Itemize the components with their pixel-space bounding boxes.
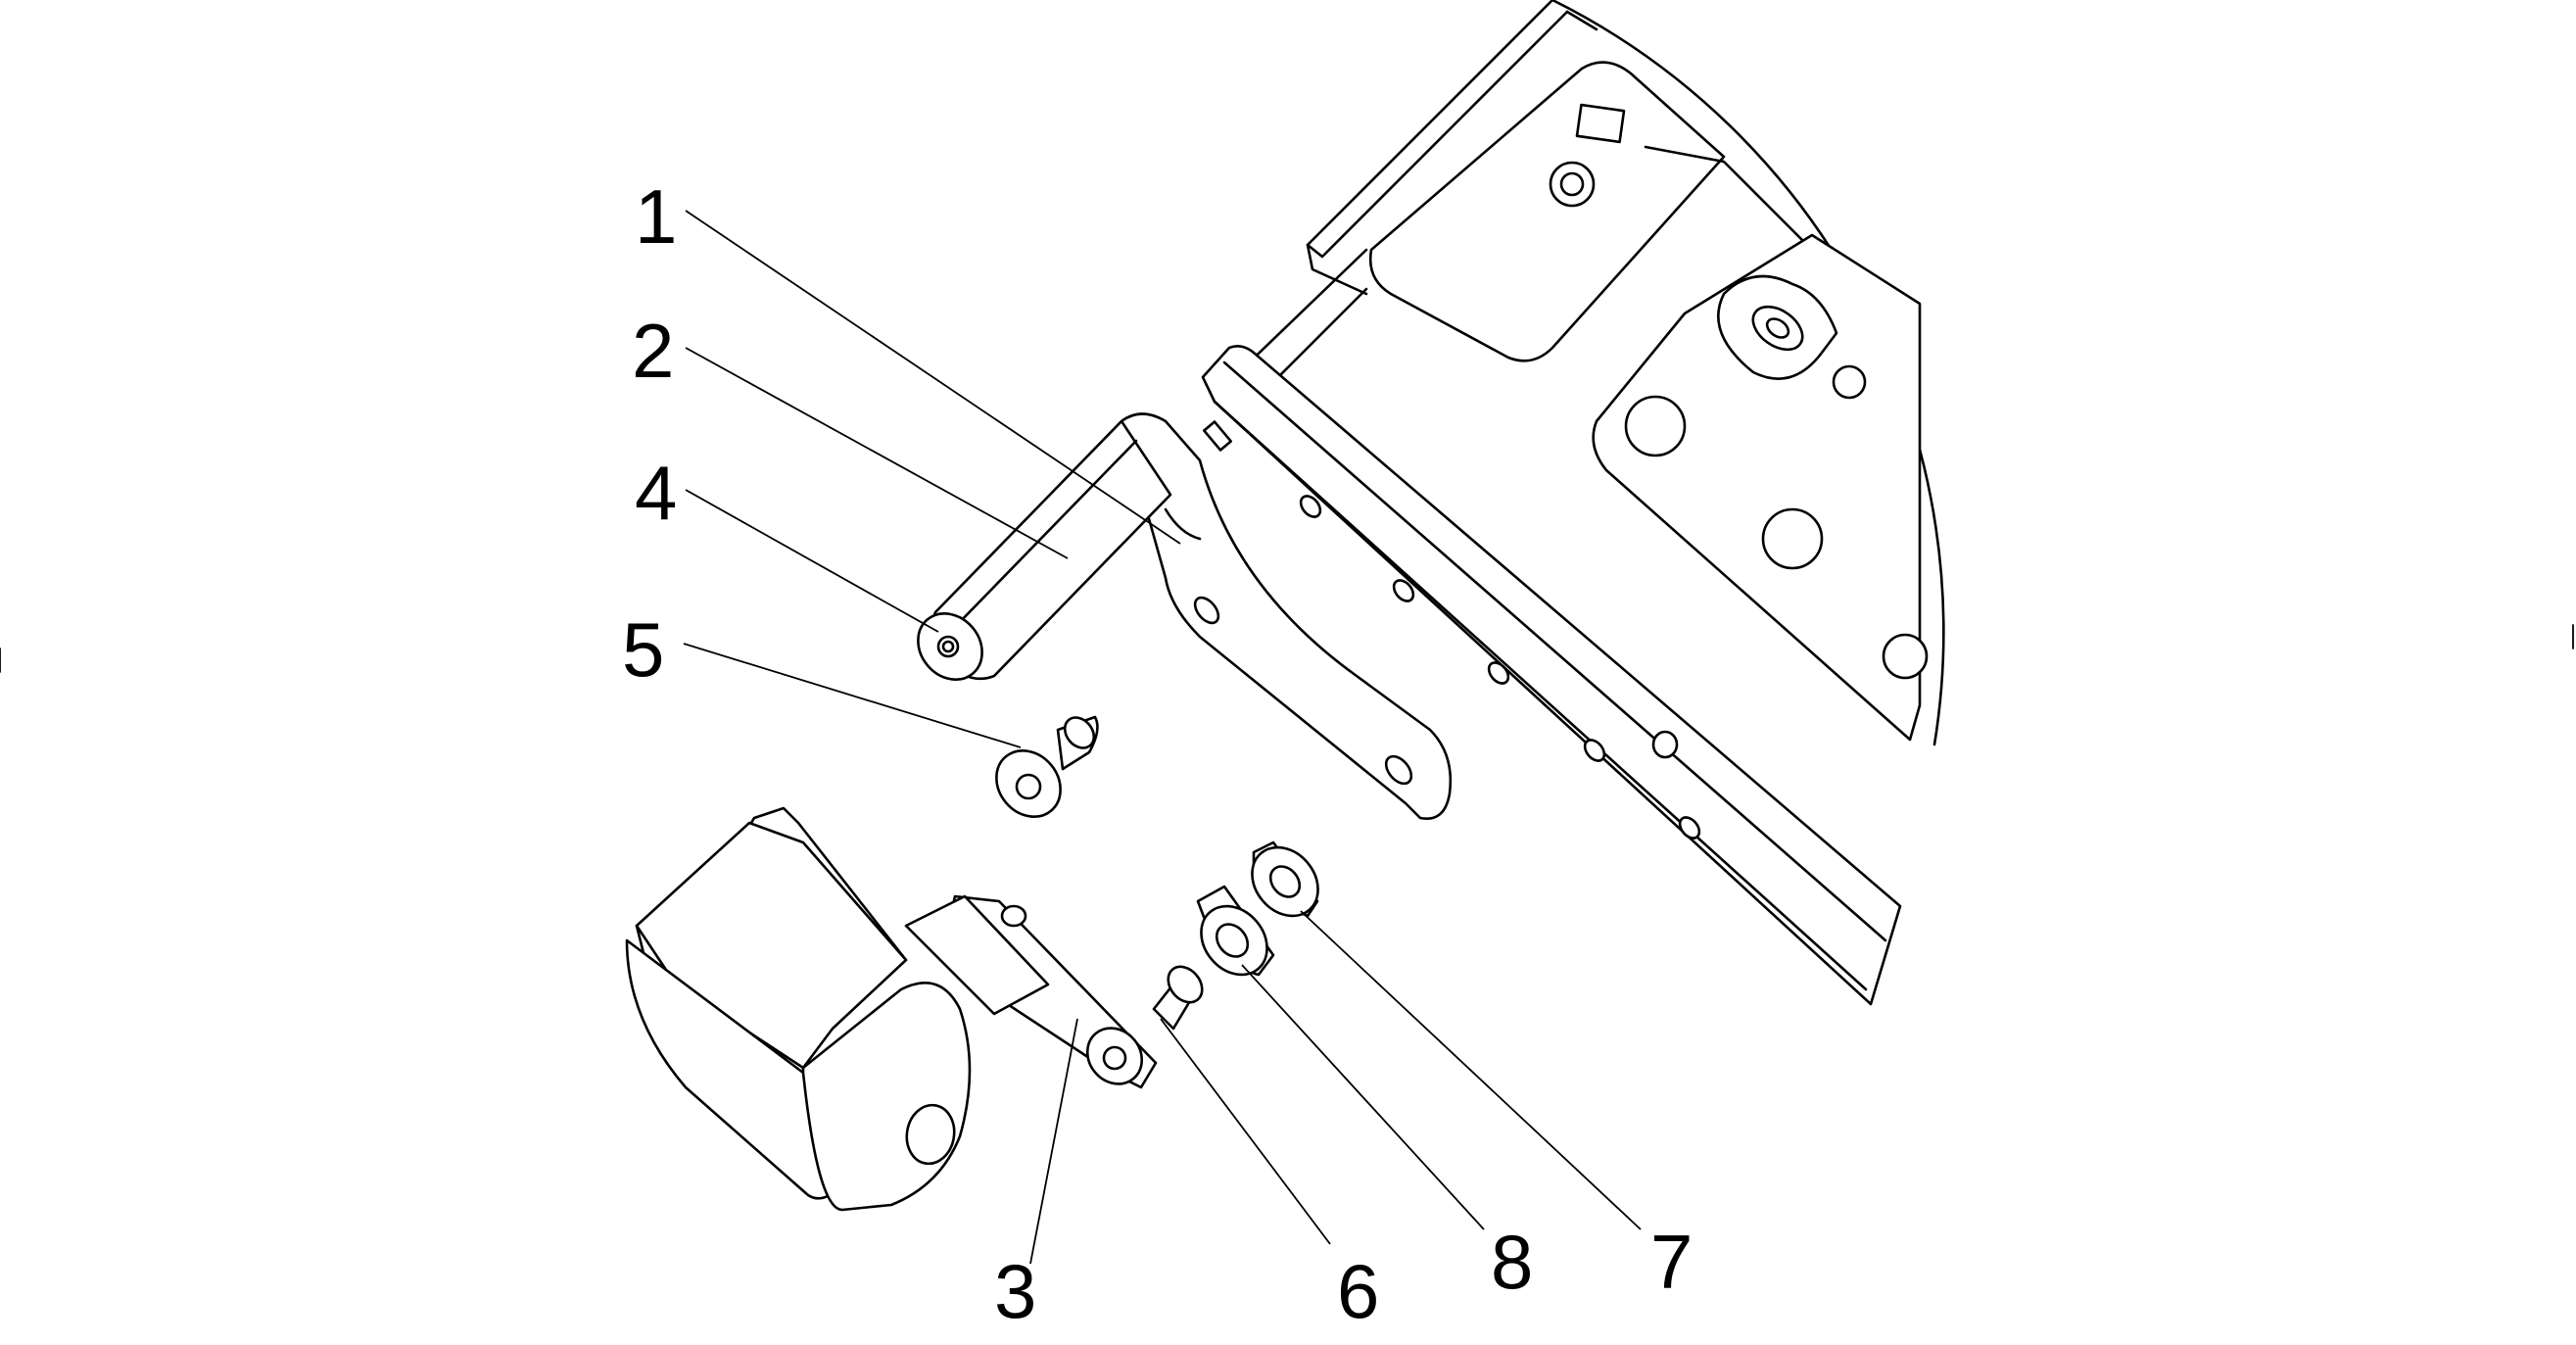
part-1-bracket-arm: [1120, 412, 1453, 820]
leader-line-5: [683, 643, 1022, 748]
callout-1: 1: [635, 173, 677, 260]
callout-3: 3: [994, 1248, 1036, 1334]
part-3-housing: [625, 806, 1158, 1212]
part-5-button-head-screw: [995, 715, 1099, 818]
part-8-washer: [1196, 885, 1275, 977]
callout-5: 5: [622, 606, 664, 693]
part-7-washer: [1251, 841, 1319, 918]
leader-line-4: [685, 489, 939, 633]
callout-7: 7: [1650, 1219, 1693, 1305]
leader-line-8: [1241, 964, 1485, 1230]
part-2-cylinder-tube: [917, 419, 1172, 681]
frame-rail: [1201, 345, 1902, 1006]
leader-line-3: [1029, 1018, 1078, 1265]
callout-2: 2: [632, 308, 674, 394]
leader-line-1: [685, 210, 1181, 545]
frame-detail-view: [1237, 0, 1945, 746]
callout-6: 6: [1337, 1248, 1379, 1334]
leader-line-7: [1300, 910, 1642, 1230]
callout-4: 4: [635, 450, 677, 536]
part-6-pin: [1152, 965, 1204, 1031]
leader-line-6: [1160, 1018, 1331, 1245]
leader-line-2: [685, 347, 1069, 559]
callout-8: 8: [1491, 1219, 1533, 1305]
